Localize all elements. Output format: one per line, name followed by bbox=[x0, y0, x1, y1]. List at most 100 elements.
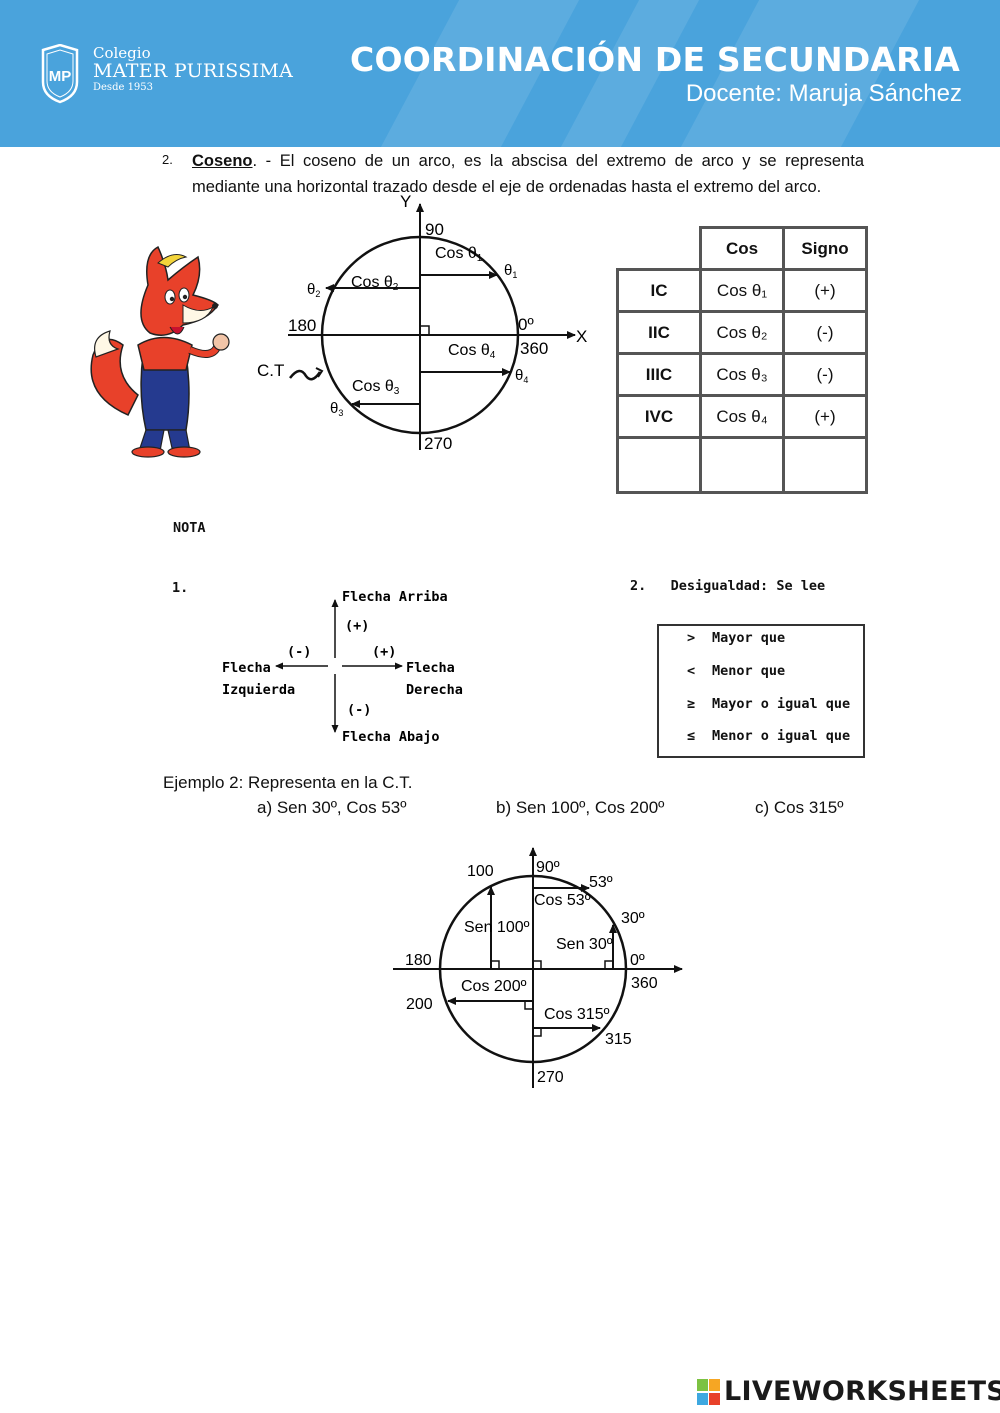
theta1-label: θ1 bbox=[504, 262, 517, 280]
label-270: 270 bbox=[537, 1069, 564, 1086]
example-part-a: a) Sen 30º, Cos 53º bbox=[257, 798, 407, 817]
section-keyword: Coseno bbox=[192, 152, 253, 170]
table-cell-sign: (+) bbox=[782, 394, 868, 439]
right-angle-mark bbox=[491, 960, 500, 969]
school-name: Colegio MATER PURISSIMA Desde 1953 bbox=[93, 45, 294, 93]
cos-53-label: Cos 53º bbox=[534, 892, 591, 909]
theta3-label: θ3 bbox=[330, 400, 343, 418]
inequality-symbol: ≥ bbox=[687, 696, 696, 712]
label-0: 0º bbox=[630, 952, 645, 969]
note1-number: 1. bbox=[172, 580, 189, 596]
table-header-cos: Cos bbox=[699, 226, 785, 271]
note2-number: 2. bbox=[630, 578, 647, 594]
label-360: 360 bbox=[520, 339, 548, 358]
down-sign: (-) bbox=[347, 702, 371, 718]
arrow-up-label: Flecha Arriba bbox=[342, 589, 448, 605]
theta4-label: θ4 bbox=[515, 367, 528, 385]
cosine-sign-table: Cos Signo IC Cos θ₁ (+) IIC Cos θ₂ (-) I… bbox=[616, 226, 868, 494]
ct-pointer-arrow bbox=[289, 369, 322, 381]
example-title: Ejemplo 2: Representa en la C.T. bbox=[163, 773, 413, 792]
arrow-right-label-2: Derecha bbox=[406, 682, 463, 698]
table-empty-row bbox=[616, 436, 868, 494]
cos-200-label: Cos 200º bbox=[461, 978, 527, 995]
table-empty-cell bbox=[699, 436, 785, 494]
cos-theta1-label: Cos θ1 bbox=[435, 245, 483, 264]
list-item: ≥ Mayor o igual que bbox=[659, 696, 859, 720]
ct-label: C.T bbox=[257, 361, 284, 380]
table-row: IIC Cos θ₂ (-) bbox=[616, 310, 868, 355]
note-title: NOTA bbox=[173, 520, 206, 536]
inequality-symbol: ≤ bbox=[687, 728, 696, 744]
list-item: ≤ Menor o igual que bbox=[659, 728, 859, 752]
right-angle-mark bbox=[524, 1000, 533, 1010]
note2-heading: 2. Desigualdad: Se lee bbox=[630, 578, 825, 594]
school-name-line2: MATER PURISSIMA bbox=[93, 59, 294, 82]
table-cell-quadrant: IIIC bbox=[616, 352, 702, 397]
table-header-sign: Signo bbox=[782, 226, 868, 271]
example-part-c: c) Cos 315º bbox=[755, 798, 844, 817]
label-30: 30º bbox=[621, 910, 645, 927]
arrow-left-label-1: Flecha bbox=[222, 660, 271, 676]
fox-mascot-illustration bbox=[90, 245, 230, 458]
teacher-name: Docente: Maruja Sánchez bbox=[685, 80, 962, 107]
table-corner-cell bbox=[618, 228, 701, 270]
table-cell-quadrant: IIC bbox=[616, 310, 702, 355]
x-axis-label: X bbox=[576, 327, 587, 346]
arrow-direction-diagram: Flecha Arriba (+) (-) (+) Flecha Izquier… bbox=[222, 589, 463, 745]
inequality-text: Menor que bbox=[712, 663, 786, 679]
table-cell-cos: Cos θ₂ bbox=[699, 310, 785, 355]
logo-letters: MP bbox=[49, 68, 72, 85]
table-cell-quadrant: IVC bbox=[616, 394, 702, 439]
label-315: 315 bbox=[605, 1031, 632, 1048]
cos-315-label: Cos 315º bbox=[544, 1006, 610, 1023]
table-cell-quadrant: IC bbox=[616, 268, 702, 313]
sen-30-label: Sen 30º bbox=[556, 936, 613, 953]
right-angle-mark bbox=[420, 325, 430, 335]
table-cell-cos: Cos θ₃ bbox=[699, 352, 785, 397]
right-sign: (+) bbox=[372, 644, 396, 660]
ct-pointer-arrowhead bbox=[315, 367, 324, 378]
sen-100-label: Sen 100º bbox=[464, 919, 530, 936]
theta2-label: θ2 bbox=[307, 281, 320, 299]
table-cell-sign: (-) bbox=[782, 310, 868, 355]
inequality-symbol: > bbox=[687, 630, 696, 646]
right-angle-mark bbox=[533, 960, 542, 969]
page-header bbox=[0, 0, 1000, 147]
right-angle-mark bbox=[604, 960, 613, 969]
label-100: 100 bbox=[467, 863, 494, 880]
table-empty-cell bbox=[782, 436, 868, 494]
note2-title: Desigualdad: Se lee bbox=[670, 578, 826, 594]
school-shield-icon: MP bbox=[41, 43, 79, 104]
table-row: IIIC Cos θ₃ (-) bbox=[616, 352, 868, 397]
inequality-text: Mayor o igual que bbox=[712, 696, 851, 712]
table-cell-sign: (+) bbox=[782, 268, 868, 313]
label-90: 90º bbox=[536, 859, 560, 876]
section-intro: Coseno. - El coseno de un arco, es la ab… bbox=[192, 148, 864, 200]
example-unit-circle-diagram: 90º 100 53º Cos 53º 30º Sen 100º Sen 30º… bbox=[393, 847, 683, 1088]
label-90: 90 bbox=[425, 220, 444, 239]
up-sign: (+) bbox=[345, 618, 369, 634]
arrow-down-label: Flecha Abajo bbox=[342, 729, 440, 745]
label-360: 360 bbox=[631, 975, 658, 992]
label-53: 53º bbox=[589, 874, 613, 891]
label-200: 200 bbox=[406, 996, 433, 1013]
list-item: < Menor que bbox=[659, 663, 859, 687]
liveworksheets-brand[interactable]: LIVEWORKSHEETS bbox=[724, 1376, 1000, 1407]
cos-theta3-label: Cos θ3 bbox=[352, 378, 400, 397]
label-270: 270 bbox=[424, 434, 452, 453]
table-empty-cell bbox=[616, 436, 702, 494]
inequality-text: Menor o igual que bbox=[712, 728, 851, 744]
list-item: > Mayor que bbox=[659, 630, 859, 654]
arrow-left-label-2: Izquierda bbox=[222, 682, 295, 698]
unit-circle-cosine-diagram: Y X 90 180 0º 360 270 C.T Cos θ1 Cos θ2 … bbox=[257, 192, 587, 453]
label-180: 180 bbox=[405, 952, 432, 969]
table-row: IC Cos θ₁ (+) bbox=[616, 268, 868, 313]
inequality-box: > Mayor que < Menor que ≥ Mayor o igual … bbox=[657, 624, 865, 758]
left-sign: (-) bbox=[287, 644, 311, 660]
right-angle-mark bbox=[533, 1027, 542, 1037]
label-0: 0º bbox=[518, 315, 534, 334]
table-cell-cos: Cos θ₄ bbox=[699, 394, 785, 439]
table-cell-sign: (-) bbox=[782, 352, 868, 397]
y-axis-label: Y bbox=[400, 192, 411, 211]
inequality-text: Mayor que bbox=[712, 630, 786, 646]
